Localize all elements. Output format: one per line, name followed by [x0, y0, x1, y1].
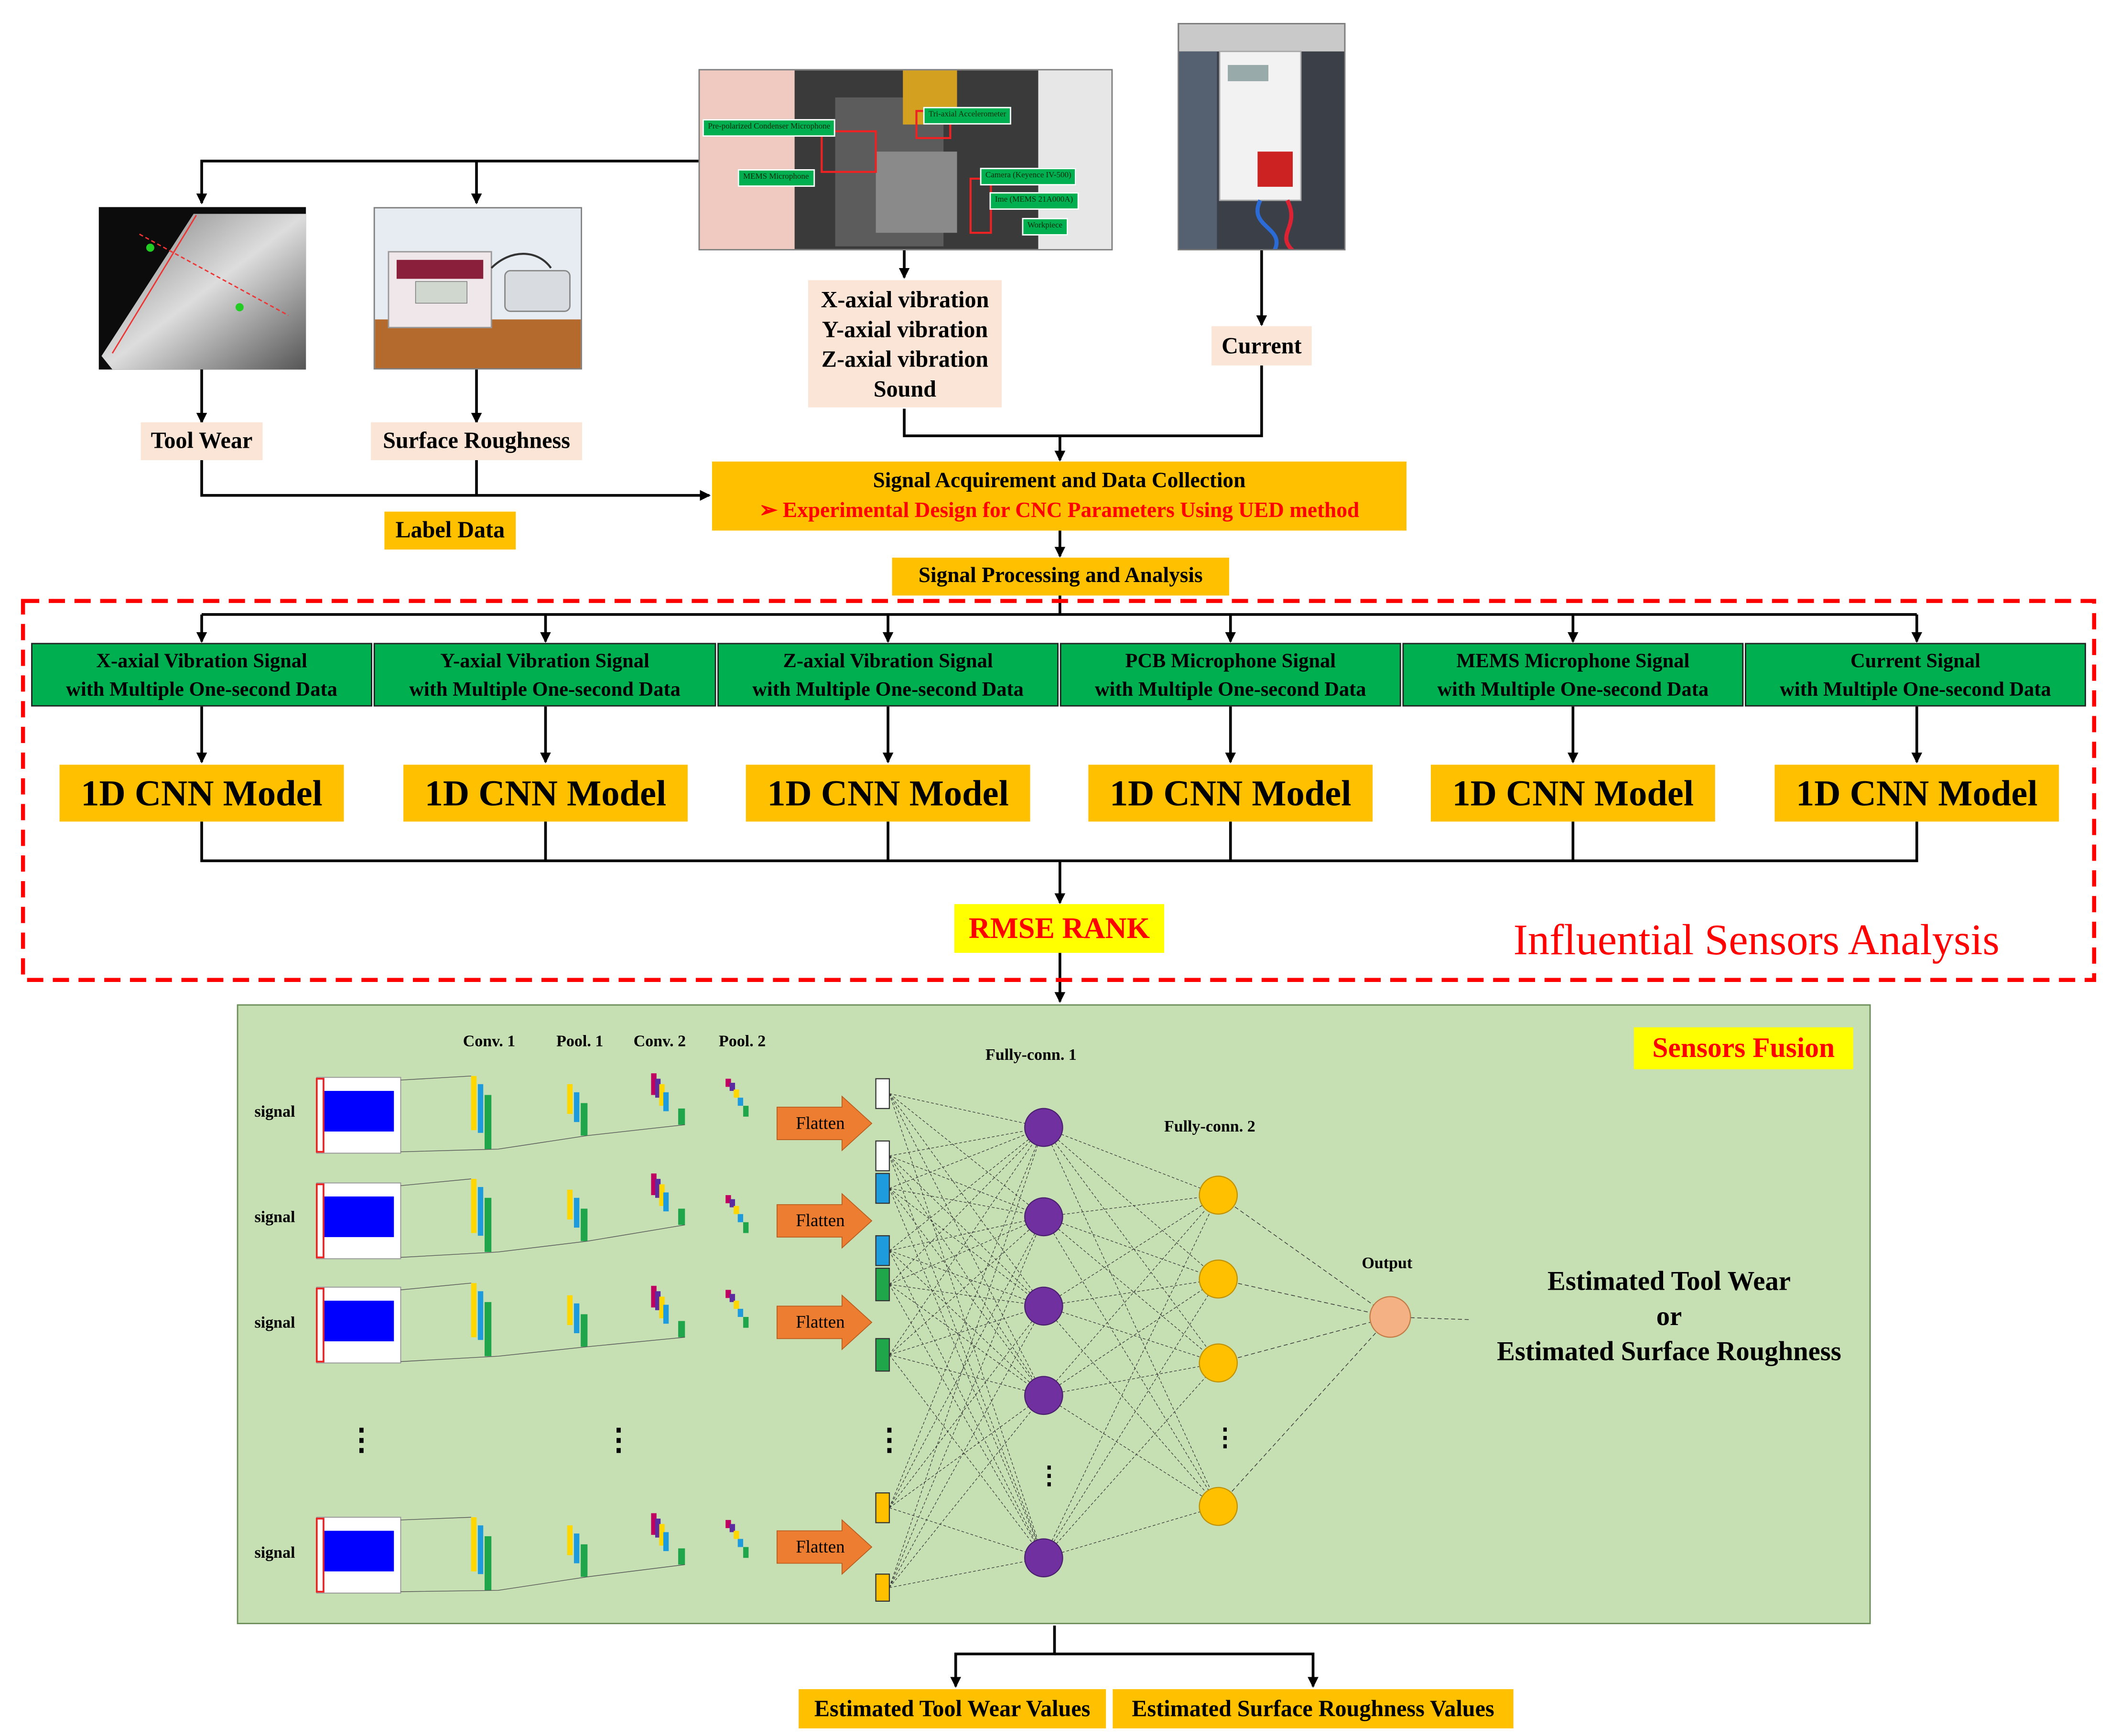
signal-box-line2: with Multiple One-second Data: [1437, 679, 1709, 701]
sensors-fusion-panel: Sensors Fusion Conv. 1 Pool. 1 Conv. 2 P…: [237, 1004, 1871, 1624]
ellipsis-signals: ⋮: [346, 1422, 377, 1456]
fc1-connections: [889, 1093, 1044, 1588]
signal-box-line2: with Multiple One-second Data: [1094, 679, 1366, 701]
signal-label-3: signal: [254, 1313, 295, 1332]
vibration-sound-list: X-axial vibration Y-axial vibration Z-ax…: [808, 280, 1002, 408]
signal-label-2: signal: [254, 1207, 295, 1227]
estimate-line-2: or: [1656, 1302, 1682, 1332]
cnn-model-y-vibration: 1D CNN Model: [403, 765, 688, 822]
signal-label-4: signal: [254, 1543, 295, 1562]
signal-row-3: [315, 1283, 872, 1364]
output-connections: [1218, 1195, 1471, 1507]
cnn-model-current: 1D CNN Model: [1774, 765, 2059, 822]
sensor-tag: Ime (MEMS 21A000A): [989, 192, 1079, 210]
sensor-setup-photo: Pre-polarized Condenser Microphone Tri-a…: [698, 69, 1113, 251]
estimated-surface-roughness-values: Estimated Surface Roughness Values: [1113, 1689, 1514, 1729]
signal-box-line1: Z-axial Vibration Signal: [783, 651, 993, 673]
tool-wear-label: Tool Wear: [141, 422, 263, 461]
label-data-badge: Label Data: [384, 511, 516, 550]
influential-frame: [21, 599, 2097, 982]
signal-box-pcb-microphone: PCB Microphone Signal with Multiple One-…: [1060, 643, 1401, 707]
surface-roughness-photo: [373, 207, 582, 370]
ellipsis-fc1: ⋮: [1037, 1462, 1061, 1489]
signal-box-line1: PCB Microphone Signal: [1125, 651, 1336, 673]
signal-row-2: [315, 1173, 872, 1260]
signal-box-line2: with Multiple One-second Data: [66, 679, 337, 701]
current-label: Current: [1211, 326, 1312, 366]
influential-sensors-title: Influential Sensors Analysis: [1513, 915, 2000, 964]
current-sensor-photo: [1178, 23, 1346, 251]
signal-box-line1: MEMS Microphone Signal: [1456, 651, 1690, 673]
signal-box-line1: Y-axial Vibration Signal: [440, 651, 649, 673]
acquisition-box: Signal Acquirement and Data Collection ➢…: [712, 461, 1406, 531]
cnn-model-pcb-microphone: 1D CNN Model: [1088, 765, 1373, 822]
signal-row-4: [315, 1513, 872, 1594]
conv2-label: Conv. 2: [633, 1031, 686, 1051]
fc1-label: Fully-conn. 1: [985, 1045, 1077, 1064]
sensor-tag: Tri-axial Accelerometer: [923, 107, 1012, 125]
sound-label: Sound: [873, 376, 937, 402]
signal-box-y-vibration: Y-axial Vibration Signal with Multiple O…: [373, 643, 716, 707]
x-vibration-label: X-axial vibration: [821, 287, 989, 313]
sensor-tag: Camera (Keyence IV-500): [980, 168, 1077, 186]
cnn-model-z-vibration: 1D CNN Model: [746, 765, 1030, 822]
signal-box-line1: Current Signal: [1850, 651, 1980, 673]
acquisition-title: Signal Acquirement and Data Collection: [873, 469, 1246, 493]
signal-row-1: [315, 1073, 872, 1154]
fc2-neurons: [1199, 1175, 1238, 1526]
pool2-label: Pool. 2: [719, 1031, 766, 1051]
rmse-rank-badge: RMSE RANK: [954, 904, 1164, 953]
signal-box-z-vibration: Z-axial Vibration Signal with Multiple O…: [717, 643, 1059, 707]
tool-wear-photo: [98, 207, 306, 370]
fc2-label: Fully-conn. 2: [1164, 1116, 1255, 1136]
ellipsis-flatten: ⋮: [874, 1422, 905, 1456]
cnn-model-x-vibration: 1D CNN Model: [59, 765, 344, 822]
signal-processing-box: Signal Processing and Analysis: [892, 557, 1229, 596]
conv1-label: Conv. 1: [463, 1031, 516, 1051]
signal-box-x-vibration: X-axial Vibration Signal with Multiple O…: [31, 643, 372, 707]
fc2-connections: [1043, 1127, 1219, 1558]
ellipsis-fc2: ⋮: [1212, 1423, 1237, 1451]
y-vibration-label: Y-axial vibration: [822, 316, 988, 343]
sensor-tag: MEMS Microphone: [737, 169, 814, 187]
signal-box-line2: with Multiple One-second Data: [1780, 679, 2051, 701]
ellipsis-pool: ⋮: [604, 1422, 634, 1456]
cnn-model-mems-microphone: 1D CNN Model: [1430, 765, 1715, 822]
output-label: Output: [1362, 1253, 1413, 1272]
flatten-label-3: Flatten: [796, 1311, 845, 1332]
signal-box-line2: with Multiple One-second Data: [409, 679, 681, 701]
sensor-tag: Workpiece: [1022, 218, 1068, 236]
z-vibration-label: Z-axial vibration: [821, 346, 989, 372]
sensors-fusion-title: Sensors Fusion: [1633, 1027, 1853, 1069]
acquisition-subtitle: ➢ Experimental Design for CNC Parameters…: [759, 499, 1360, 523]
sensor-tag: Pre-polarized Condenser Microphone: [703, 119, 836, 137]
flatten-label-2: Flatten: [796, 1210, 845, 1230]
estimated-tool-wear-values: Estimated Tool Wear Values: [799, 1689, 1106, 1729]
signal-box-line1: X-axial Vibration Signal: [96, 651, 307, 673]
signal-label-1: signal: [254, 1101, 295, 1121]
output-neuron: [1369, 1296, 1411, 1338]
fc1-neurons: [1024, 1108, 1063, 1577]
signal-box-line2: with Multiple One-second Data: [752, 679, 1024, 701]
estimate-line-3: Estimated Surface Roughness: [1497, 1337, 1841, 1367]
surface-roughness-label: Surface Roughness: [371, 422, 582, 461]
flatten-label-1: Flatten: [796, 1112, 845, 1133]
flatten-column: [875, 1078, 890, 1602]
signal-box-mems-microphone: MEMS Microphone Signal with Multiple One…: [1402, 643, 1744, 707]
fusion-network-graphic: [315, 1073, 1471, 1602]
estimate-line-1: Estimated Tool Wear: [1547, 1267, 1791, 1297]
flatten-label-4: Flatten: [796, 1536, 845, 1557]
signal-box-current: Current Signal with Multiple One-second …: [1745, 643, 2086, 707]
pool1-label: Pool. 1: [556, 1031, 604, 1051]
